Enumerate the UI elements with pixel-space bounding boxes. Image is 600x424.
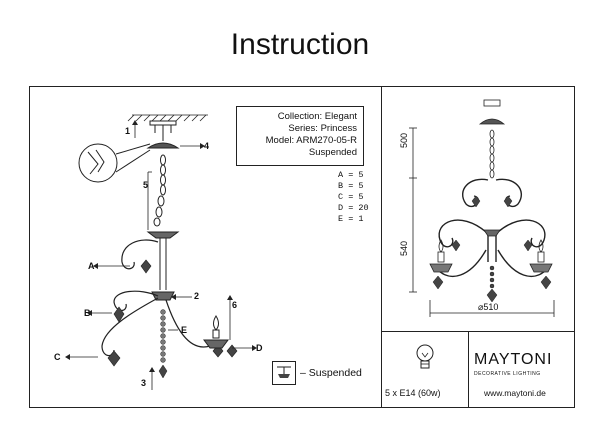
lamp-spec: 5 x E14 (60w): [385, 388, 441, 398]
part-count-b: B = 5: [338, 181, 364, 191]
callout-c: C: [54, 352, 61, 362]
chain: [153, 154, 166, 227]
arrowheads: [65, 120, 257, 372]
part-count-e: E = 1: [338, 214, 364, 224]
dimension-height-lower: 540: [399, 240, 409, 256]
divider-footer: [468, 331, 469, 408]
instruction-frame: [29, 86, 575, 408]
canopy: [146, 142, 180, 149]
callout-b: B: [84, 308, 91, 318]
crystal-pendants: [107, 259, 238, 367]
part-count-a: A = 5: [338, 170, 364, 180]
dimension-diameter: ⌀510: [478, 302, 499, 312]
brand-tagline: DECORATIVE LIGHTING: [474, 371, 541, 377]
part-count-c: C = 5: [338, 192, 364, 202]
crystal-strand: [158, 309, 168, 379]
suspended-legend-text: – Suspended: [300, 367, 362, 379]
bulb-icon: [416, 344, 434, 369]
assembly-diagram: [65, 114, 257, 390]
divider-vertical: [381, 86, 382, 408]
leader-lines: [70, 145, 252, 390]
brand-logo: MAYTONI: [474, 351, 553, 368]
parts-count-list: A = 5 B = 5 C = 5 D = 20 E = 1: [338, 170, 369, 225]
callout-4: 4: [204, 141, 210, 151]
dimension-height-top: 500: [399, 132, 409, 148]
callout-3: 3: [141, 378, 147, 388]
elevation-drawing: [409, 99, 555, 317]
callout-1: 1: [125, 126, 131, 136]
mounting-bracket: [149, 120, 177, 141]
callout-2: 2: [194, 291, 200, 301]
suspended-icon: [272, 361, 296, 385]
type-label: Suspended: [308, 147, 357, 158]
candle-socket: [203, 315, 229, 349]
divider-horizontal: [381, 331, 575, 332]
model-label: Model: ARM270-05-R: [265, 135, 357, 146]
page-title: Instruction: [230, 28, 370, 61]
series-label: Series: Princess: [288, 123, 357, 134]
brand-url: www.maytoni.de: [484, 388, 546, 398]
central-column: [146, 231, 180, 301]
model-info-box: Collection: Elegant Series: Princess Mod…: [236, 106, 364, 166]
callout-e: E: [181, 325, 188, 335]
part-count-d: D = 20: [338, 203, 369, 213]
callout-a: A: [88, 261, 95, 271]
detail-magnifier: [78, 143, 151, 183]
collection-label: Collection: Elegant: [277, 111, 357, 122]
callout-5: 5: [143, 180, 149, 190]
callout-6: 6: [232, 300, 238, 310]
callout-d: D: [256, 343, 263, 353]
ceiling-hatch: [127, 114, 208, 122]
